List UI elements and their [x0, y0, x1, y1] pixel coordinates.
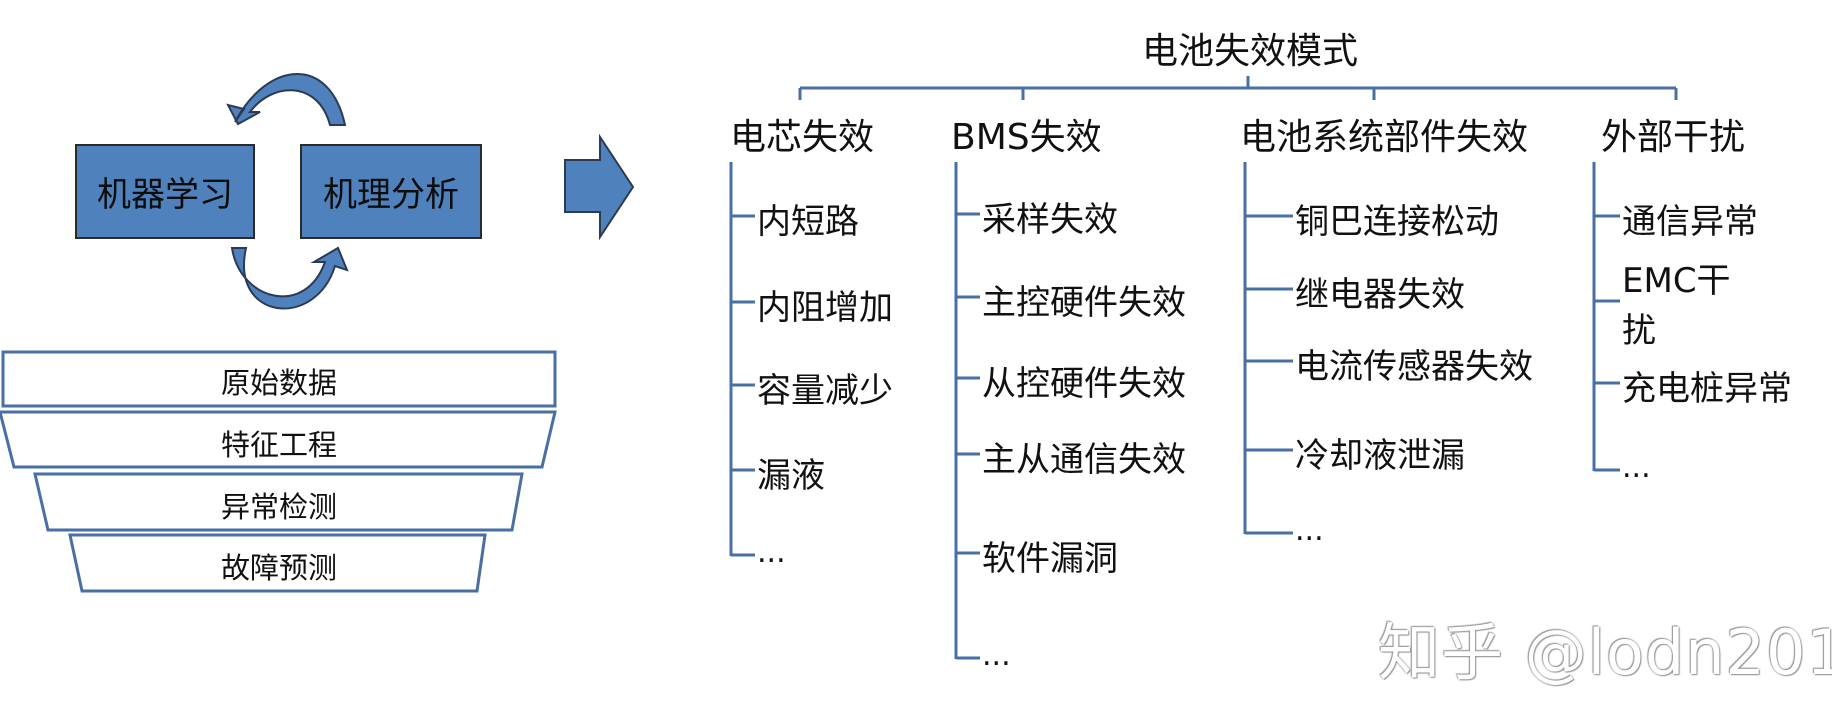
list-item: 通信异常: [1622, 202, 1758, 242]
cycle-arrow-bottom-icon: [230, 246, 349, 310]
list-item: 继电器失效: [1295, 275, 1465, 315]
list-item: 采样失效: [982, 200, 1118, 240]
tree-branch-system: [1243, 162, 1293, 535]
list-item: 铜巴连接松动: [1295, 202, 1499, 242]
layer-raw-data-shape: [1, 350, 557, 408]
list-item: 扰: [1622, 311, 1656, 351]
list-item: EMC干: [1622, 261, 1731, 301]
machine-learning-box: 机器学习: [75, 144, 255, 239]
category-bms-failure: BMS失效: [951, 117, 1102, 158]
right-arrow-icon: [564, 133, 635, 241]
layer-raw-data-label: 原始数据: [220, 366, 337, 400]
category-system-component-failure: 电池系统部件失效: [1240, 117, 1529, 158]
tree-root-connectors: [798, 76, 1678, 100]
layer-fault-prediction-shape: [68, 533, 487, 593]
cycle-arrow-top-icon: [226, 73, 347, 126]
list-item: 内短路: [757, 202, 859, 242]
list-item: 从控硬件失效: [982, 364, 1186, 404]
category-external-interference: 外部干扰: [1601, 117, 1746, 158]
list-item: 软件漏洞: [982, 539, 1118, 579]
list-item-more: ...: [757, 535, 786, 570]
tree-branch-external: [1592, 162, 1620, 472]
tree-branch-bms: [954, 162, 980, 660]
watermark: 知乎 @lodn2011: [1378, 616, 1832, 689]
tree-branch-cell: [729, 162, 755, 557]
layer-feature-engineering-shape: [0, 410, 557, 469]
list-item-more: ...: [982, 638, 1011, 673]
list-item: 漏液: [757, 456, 825, 496]
list-item: 主从通信失效: [982, 440, 1186, 480]
list-item: 主控硬件失效: [982, 283, 1186, 323]
layer-anomaly-detection-label: 异常检测: [220, 490, 337, 524]
list-item-more: ...: [1295, 513, 1324, 548]
mechanism-analysis-box: 机理分析: [300, 144, 482, 239]
layer-fault-prediction-label: 故障预测: [220, 551, 337, 585]
layer-feature-engineering-label: 特征工程: [220, 428, 337, 462]
list-item-more: ...: [1622, 450, 1651, 485]
list-item: 容量减少: [757, 371, 893, 411]
category-cell-failure: 电芯失效: [730, 117, 875, 158]
list-item: 内阻增加: [757, 288, 893, 328]
layer-anomaly-detection-shape: [33, 472, 524, 532]
list-item: 冷却液泄漏: [1295, 436, 1465, 476]
tree-root-title: 电池失效模式: [1142, 31, 1359, 72]
list-item: 充电桩异常: [1622, 369, 1792, 409]
list-item: 电流传感器失效: [1295, 347, 1533, 387]
